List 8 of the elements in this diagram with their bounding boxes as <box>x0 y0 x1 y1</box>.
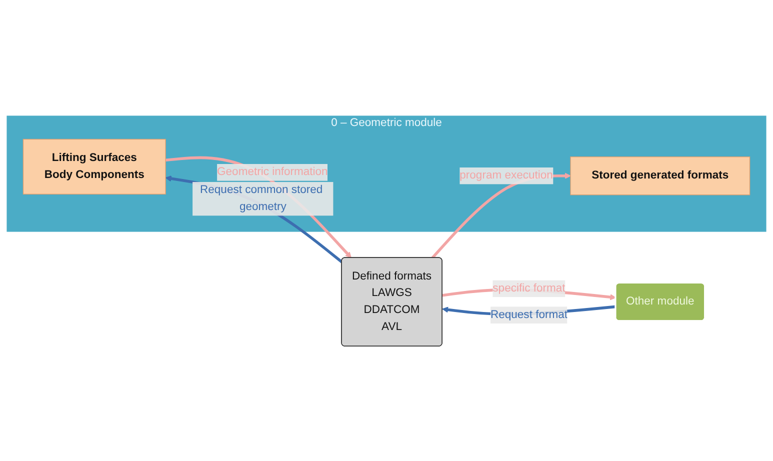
node-box: Stored generated formats <box>570 156 750 196</box>
edge-label: program execution <box>460 170 553 182</box>
edge-label: Request common stored geometry <box>200 184 323 214</box>
edge-label: Geometric information <box>217 166 328 178</box>
edge-label: specific format <box>492 282 566 294</box>
arrow <box>165 176 343 264</box>
node-box: Lifting Surfaces Body Components <box>22 139 166 195</box>
edge-label: Request format <box>490 308 568 321</box>
